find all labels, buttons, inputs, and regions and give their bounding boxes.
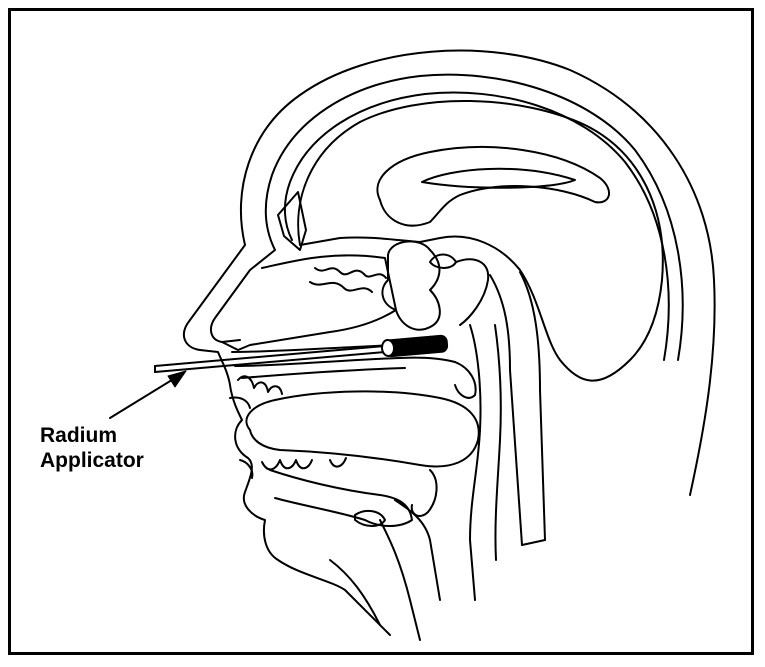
skull-outer <box>211 75 683 360</box>
label-line-1: Radium <box>40 423 144 448</box>
brainstem-front <box>490 275 522 545</box>
lips <box>230 397 252 478</box>
upper-teeth <box>238 376 282 394</box>
corpus-callosum <box>377 147 609 226</box>
callout-leader-line <box>110 375 180 418</box>
brainstem <box>520 272 545 540</box>
clivus <box>456 259 488 325</box>
nasal-floor <box>232 345 395 352</box>
palate-lower <box>242 368 405 378</box>
frontal-sinus <box>278 192 306 250</box>
soft-palate <box>455 362 476 398</box>
nasal-cavity <box>222 255 396 350</box>
tongue <box>246 391 478 466</box>
brain-outline <box>298 101 663 381</box>
radium-applicator-label: Radium Applicator <box>40 423 144 473</box>
epiglottis <box>412 470 437 516</box>
callout-arrowhead <box>168 371 186 387</box>
turbinates <box>310 268 386 292</box>
neck-front <box>330 560 380 625</box>
mandible <box>270 470 412 526</box>
sella <box>430 255 456 269</box>
cord-end <box>522 540 545 545</box>
pharynx-wall-2 <box>495 325 501 560</box>
trachea <box>380 520 420 640</box>
lower-teeth <box>262 458 346 469</box>
corpus-callosum-inner <box>422 169 575 188</box>
radium-capsule-cap <box>381 340 394 357</box>
pharynx-wall <box>470 325 481 600</box>
label-line-2: Applicator <box>40 448 144 473</box>
